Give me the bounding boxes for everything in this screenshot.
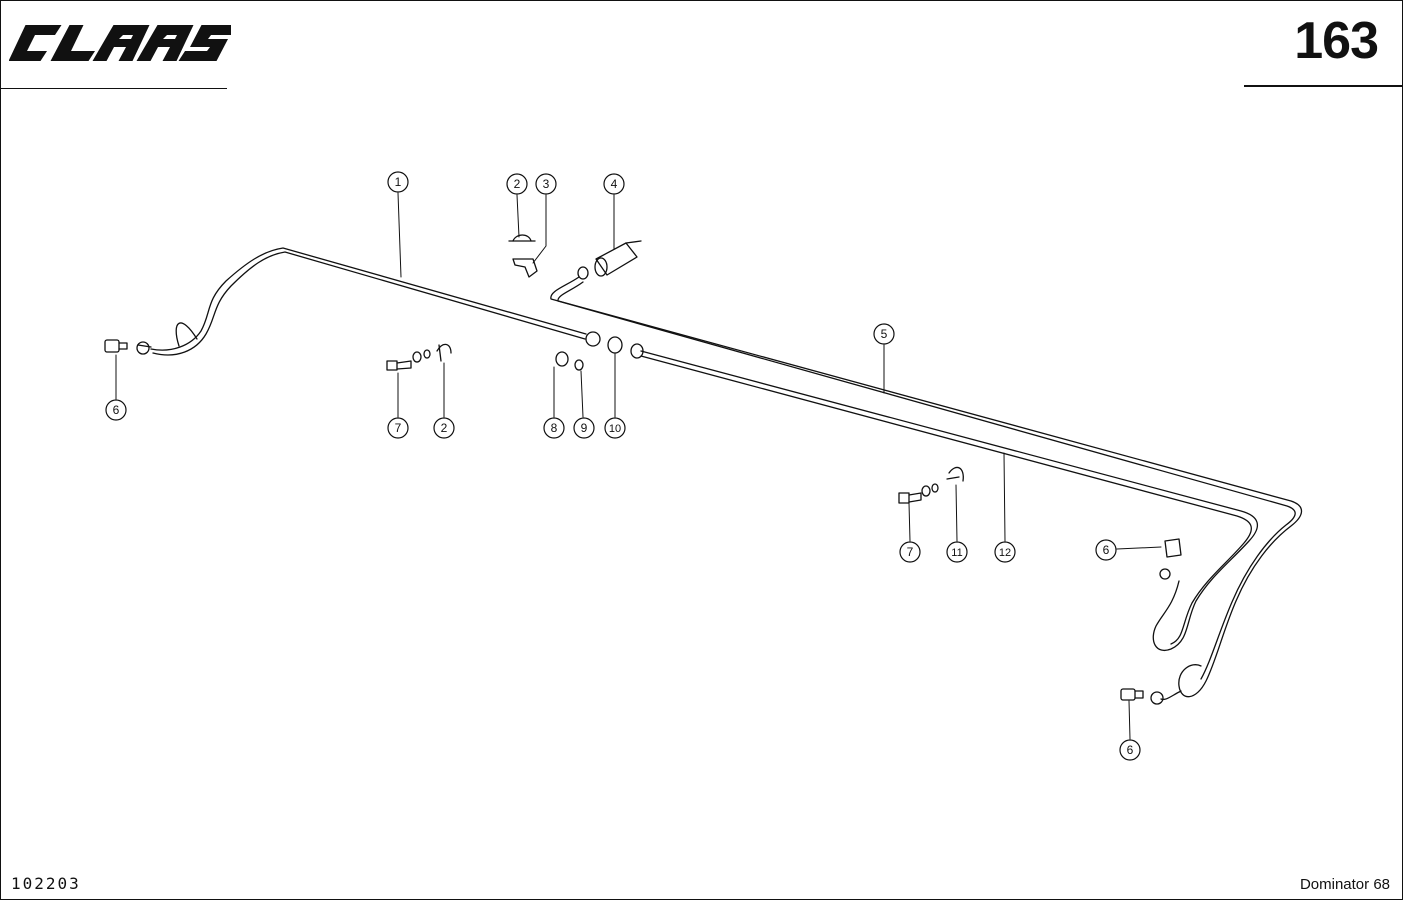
callout-1 bbox=[387, 171, 409, 193]
union-part-10 bbox=[585, 331, 644, 359]
leader-lines bbox=[115, 192, 1162, 740]
bolt-part-7-left bbox=[386, 349, 431, 371]
bolt-part-7-right bbox=[898, 483, 939, 504]
ring-part-9 bbox=[574, 359, 584, 371]
callout-12 bbox=[994, 541, 1016, 563]
callout-4-label: 4 bbox=[611, 177, 618, 191]
callout-3 bbox=[535, 173, 557, 195]
callout-10 bbox=[604, 417, 626, 439]
callout-3-label: 3 bbox=[543, 177, 550, 191]
page-number: 163 bbox=[1294, 12, 1379, 70]
callout-7-right-label: 7 bbox=[907, 545, 914, 559]
callout-6-left bbox=[105, 399, 127, 421]
pipe-part-5 bbox=[550, 276, 1303, 701]
callout-6-bottom-label: 6 bbox=[1127, 743, 1134, 757]
callout-2-mid-label: 2 bbox=[441, 421, 448, 435]
banjo-fitting-part-6-bottom bbox=[1120, 688, 1164, 705]
callout-10-label: 10 bbox=[609, 423, 621, 435]
banjo-fitting-part-6-left bbox=[104, 339, 152, 355]
callout-4 bbox=[603, 173, 625, 195]
callout-6-left-label: 6 bbox=[113, 403, 120, 417]
claas-logo bbox=[9, 25, 231, 61]
callout-7-left-label: 7 bbox=[395, 421, 402, 435]
callout-6-right-label: 6 bbox=[1103, 543, 1110, 557]
callout-2-mid bbox=[433, 417, 455, 439]
callout-8 bbox=[543, 417, 565, 439]
fuel-filter-part-4 bbox=[577, 240, 642, 280]
callout-8-label: 8 bbox=[551, 421, 558, 435]
clamp-part-2-mid bbox=[436, 343, 452, 362]
pipe-part-12 bbox=[640, 350, 1259, 651]
callout-2-top bbox=[506, 173, 528, 195]
clamp-part-2-top bbox=[508, 234, 536, 242]
callout-6-bottom bbox=[1119, 739, 1141, 761]
callout-7-left bbox=[387, 417, 409, 439]
callout-11-label: 11 bbox=[951, 547, 962, 559]
callout-7-right bbox=[899, 541, 921, 563]
callout-1-label: 1 bbox=[395, 175, 402, 189]
callout-11 bbox=[946, 541, 968, 563]
callout-12-label: 12 bbox=[999, 547, 1011, 559]
nut-part-8 bbox=[555, 351, 569, 367]
model-name: Dominator 68 bbox=[1299, 876, 1390, 893]
banjo-fitting-part-6-right bbox=[1159, 538, 1182, 580]
callout-6-right bbox=[1095, 539, 1117, 561]
callout-5 bbox=[873, 323, 895, 345]
callout-2-top-label: 2 bbox=[514, 177, 521, 191]
callout-5-label: 5 bbox=[881, 327, 888, 341]
callout-9 bbox=[573, 417, 595, 439]
bracket-part-3 bbox=[512, 258, 538, 278]
document-number: 102203 bbox=[11, 874, 81, 893]
pipe-part-1 bbox=[150, 247, 587, 356]
clamp-part-11 bbox=[946, 466, 964, 482]
logo-underline bbox=[1, 88, 227, 89]
page-number-underline bbox=[1244, 85, 1402, 87]
callout-9-label: 9 bbox=[581, 421, 588, 435]
